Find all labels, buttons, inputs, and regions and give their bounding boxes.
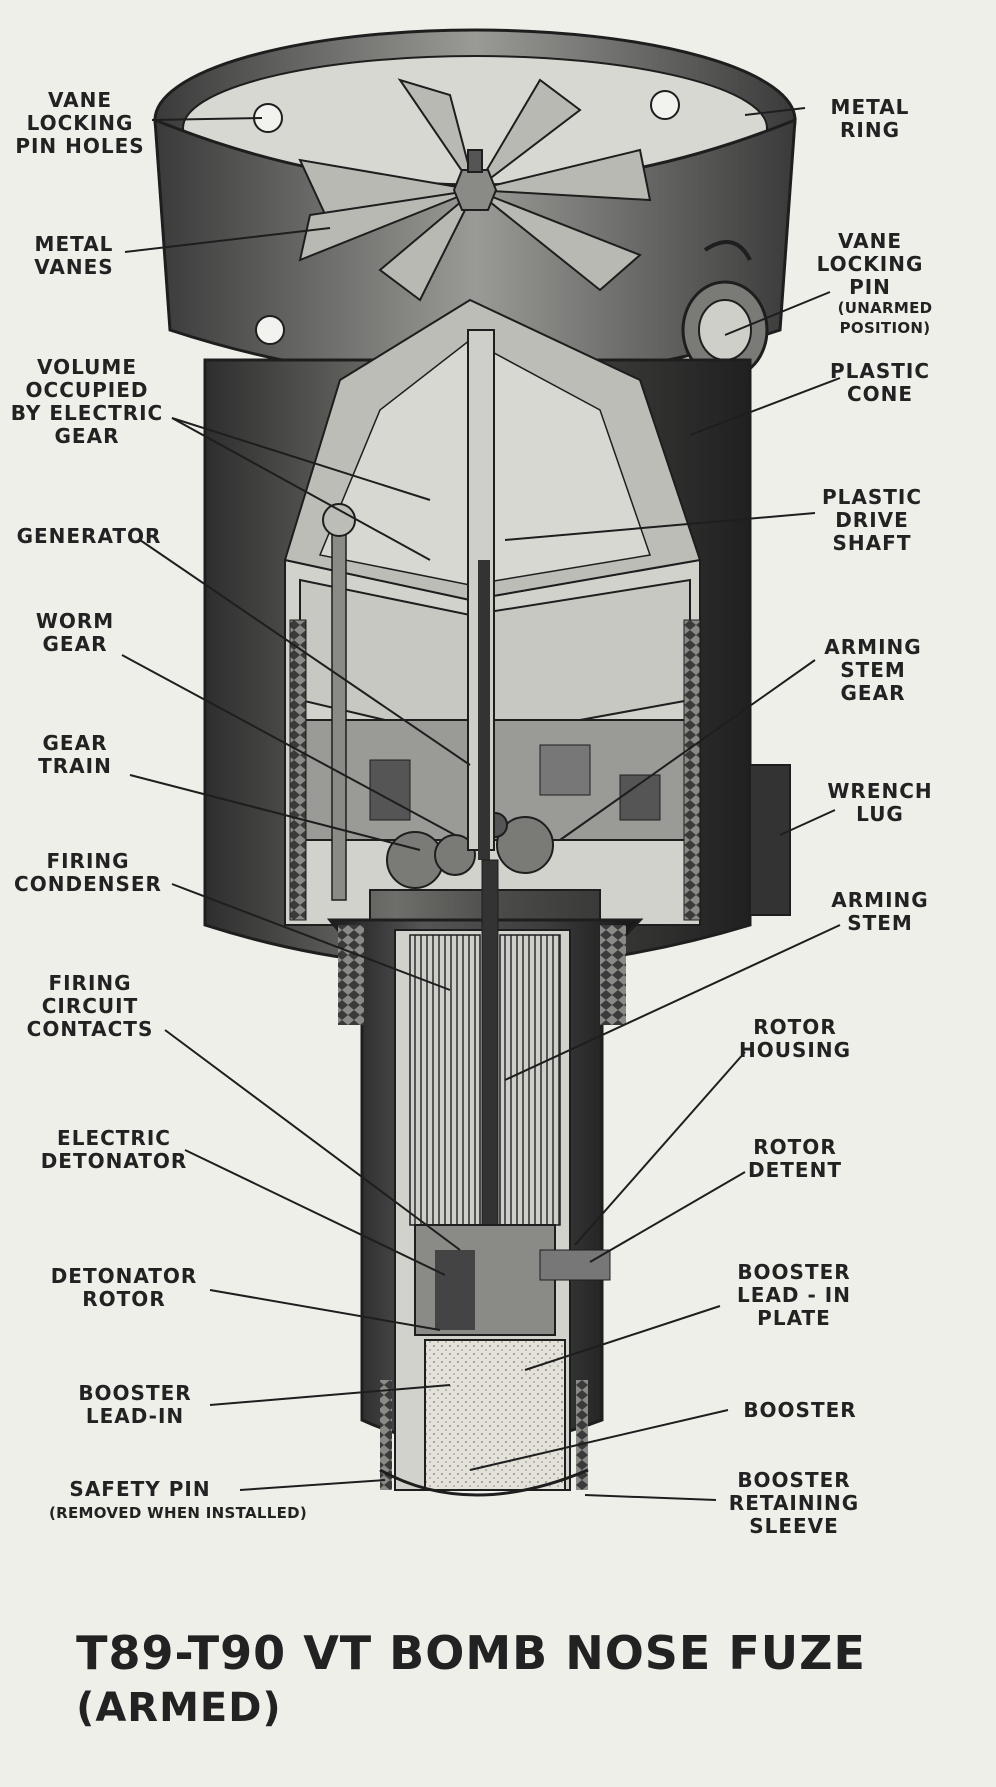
label-safety-pin: SAFETY PIN <box>69 1477 211 1501</box>
diagram-page: VANE LOCKING PIN HOLES METAL VANES VOLUM… <box>10 28 933 1731</box>
label-arming-stem-gear: ARMING STEM GEAR <box>824 635 922 705</box>
label-metal-ring: METAL RING <box>830 95 910 142</box>
label-booster-lead-in: BOOSTER LEAD-IN <box>78 1381 192 1428</box>
label-rotor-housing: ROTOR HOUSING <box>739 1015 851 1062</box>
label-plastic-cone: PLASTIC CONE <box>829 359 931 406</box>
label-vane-locking-pin-note: (UNARMED POSITION) <box>837 299 933 337</box>
label-electric-detonator: ELECTRIC DETONATOR <box>40 1126 188 1173</box>
label-vane-locking-pin: VANE LOCKING PIN <box>816 229 924 299</box>
diagram-title: T89-T90 VT BOMB NOSE FUZE (ARMED) <box>8 1575 988 1786</box>
label-metal-vanes: METAL VANES <box>34 232 114 279</box>
vane-locking-pin <box>681 240 769 380</box>
label-gear-train: GEAR TRAIN <box>38 731 112 778</box>
label-detonator-rotor: DETONATOR ROTOR <box>50 1264 198 1311</box>
title-main: T89-T90 VT BOMB NOSE FUZE <box>76 1626 866 1680</box>
label-booster-lead-in-plate: BOOSTER LEAD - IN PLATE <box>737 1260 851 1330</box>
metal-vanes <box>298 78 652 302</box>
leader-lines <box>121 107 841 1501</box>
label-volume-occupied: VOLUME OCCUPIED BY ELECTRIC GEAR <box>10 355 164 448</box>
label-firing-condenser: FIRING CONDENSER <box>14 849 162 896</box>
label-booster: BOOSTER <box>743 1398 857 1422</box>
label-firing-circuit-contacts: FIRING CIRCUIT CONTACTS <box>26 971 154 1041</box>
label-generator: GENERATOR <box>16 524 162 548</box>
label-worm-gear: WORM GEAR <box>35 609 115 656</box>
label-booster-retaining-sleeve: BOOSTER RETAINING SLEEVE <box>728 1468 860 1538</box>
gear-train <box>386 812 554 889</box>
lower-tube <box>326 859 644 1497</box>
title-state: (ARMED) <box>76 1685 282 1731</box>
label-wrench-lug: WRENCH LUG <box>827 779 933 826</box>
label-plastic-drive-shaft: PLASTIC DRIVE SHAFT <box>821 485 923 555</box>
label-arming-stem: ARMING STEM <box>831 888 929 935</box>
label-rotor-detent: ROTOR DETENT <box>748 1135 842 1182</box>
label-vane-locking-pin-holes: VANE LOCKING PIN HOLES <box>15 88 145 158</box>
label-safety-pin-note: (REMOVED WHEN INSTALLED) <box>48 1504 308 1522</box>
fuze-cutaway-illustration <box>121 28 841 1501</box>
plastic-drive-shaft <box>467 329 495 860</box>
